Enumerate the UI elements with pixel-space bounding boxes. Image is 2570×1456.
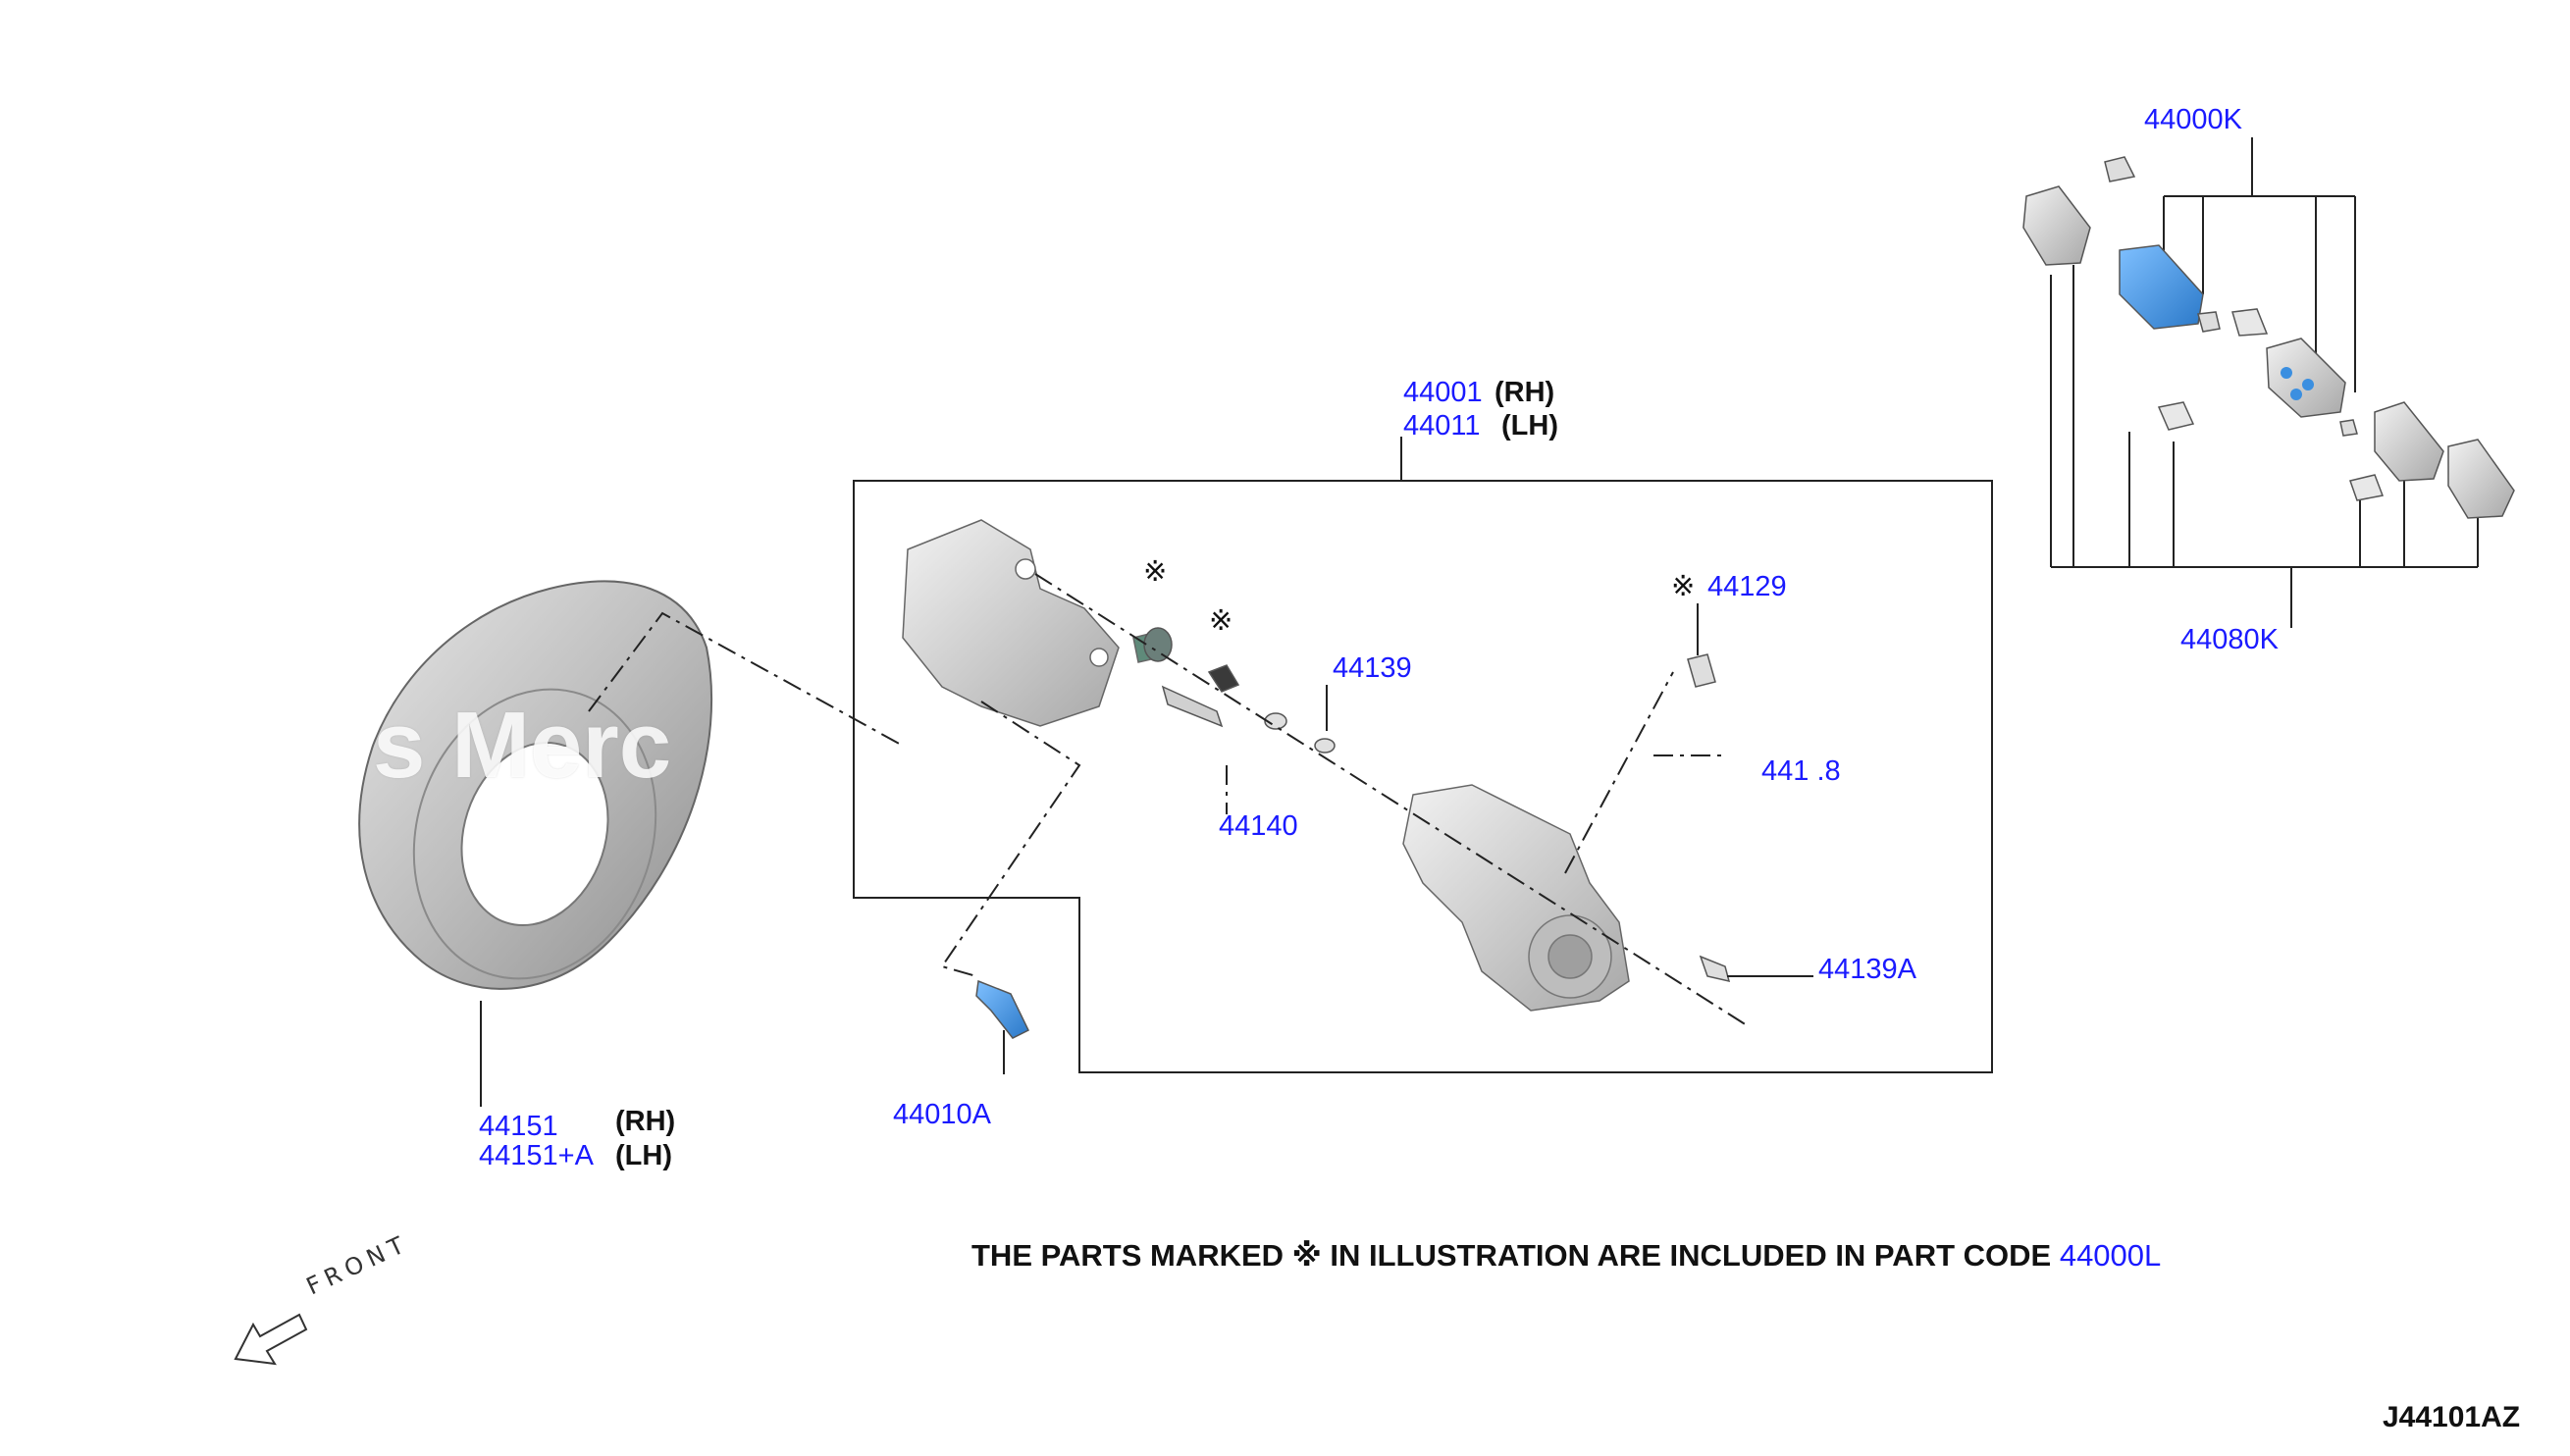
pad-kit-bracket xyxy=(2050,137,2479,628)
side-lh-shield: (LH) xyxy=(615,1140,672,1171)
assembly-lines xyxy=(588,573,1748,1026)
part-code-44080k[interactable]: 44080K xyxy=(2180,624,2279,655)
part-code-44000k[interactable]: 44000K xyxy=(2144,104,2242,135)
brake-pad-set xyxy=(2022,156,2515,519)
part-code-441-8[interactable]: 441 .8 xyxy=(1761,755,1841,787)
diagram-reference-id: J44101AZ xyxy=(2383,1401,2521,1433)
part-code-44140[interactable]: 44140 xyxy=(1219,810,1298,842)
part-code-44129[interactable]: 44129 xyxy=(1707,571,1787,602)
included-mark: ※ xyxy=(1671,571,1696,602)
caliper-bracket xyxy=(902,519,1161,727)
side-lh: (LH) xyxy=(1501,410,1558,442)
included-mark-1: ※ xyxy=(1143,556,1168,588)
part-code-44011[interactable]: 44011 xyxy=(1403,410,1481,442)
included-mark-2: ※ xyxy=(1209,605,1233,637)
side-rh-shield: (RH) xyxy=(615,1106,676,1137)
part-code-44139a[interactable]: 44139A xyxy=(1818,954,1916,985)
dust-shield xyxy=(358,580,713,990)
caliper-assembly-outline xyxy=(853,480,1993,1073)
small-parts xyxy=(975,627,1731,1039)
part-code-44151a[interactable]: 44151+A xyxy=(479,1140,594,1171)
caliper-body xyxy=(1402,784,1630,1012)
watermark: s Merc xyxy=(373,693,672,798)
part-code-44139[interactable]: 44139 xyxy=(1333,652,1412,684)
note-text: THE PARTS MARKED ※ IN ILLUSTRATION ARE I… xyxy=(971,1238,2052,1273)
side-rh: (RH) xyxy=(1495,377,1555,408)
included-parts-note: THE PARTS MARKED ※ IN ILLUSTRATION ARE I… xyxy=(971,1238,2161,1274)
part-code-44151[interactable]: 44151 xyxy=(479,1111,558,1142)
leaders xyxy=(1003,603,1813,1074)
part-code-44010a[interactable]: 44010A xyxy=(893,1099,991,1130)
front-arrow xyxy=(234,1313,308,1366)
part-code-44001[interactable]: 44001 xyxy=(1403,377,1483,408)
note-part-code[interactable]: 44000L xyxy=(2059,1238,2162,1273)
